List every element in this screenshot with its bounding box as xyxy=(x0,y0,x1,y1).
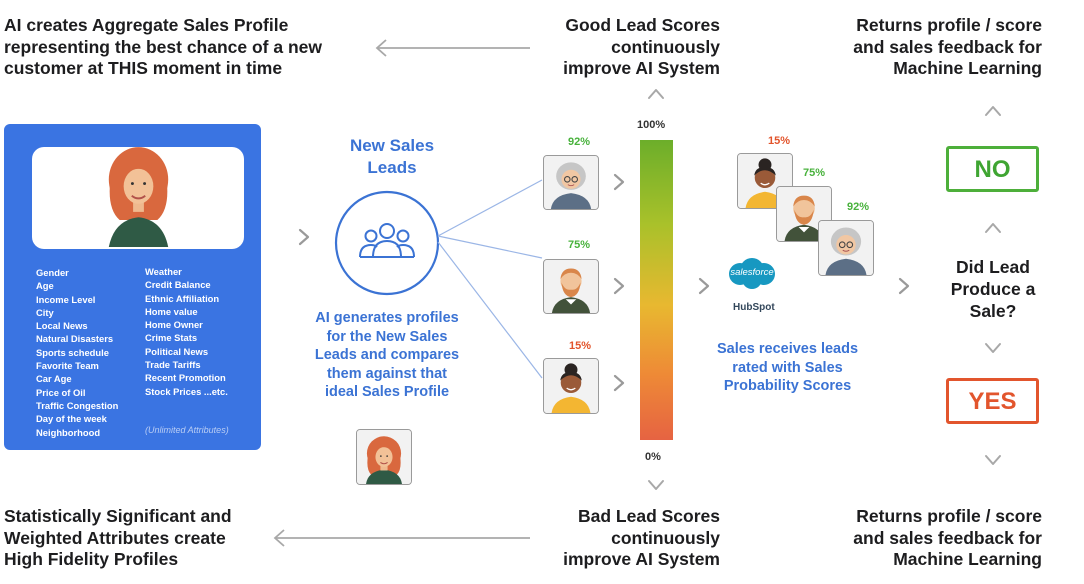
red-hair-woman-avatar xyxy=(356,429,412,485)
attributes-left-list: Gender Age Income Level City Local News … xyxy=(36,267,119,438)
bar-top-label: 100% xyxy=(637,119,666,131)
salesforce-logo: salesforce xyxy=(724,257,780,291)
chevron-right-icon xyxy=(294,227,314,247)
sales-score-3: 92% xyxy=(847,201,870,213)
chevron-up-icon xyxy=(646,84,666,104)
curly-hair-woman-avatar[interactable] xyxy=(543,358,599,414)
lead-score-3: 15% xyxy=(569,340,592,352)
hubspot-logo: HubSpot xyxy=(733,302,775,313)
chevron-right-icon xyxy=(894,276,914,296)
chevron-right-icon xyxy=(609,276,629,296)
chevron-right-icon xyxy=(609,172,629,192)
score-gradient-bar xyxy=(640,140,673,440)
chevron-up-icon xyxy=(983,101,1003,121)
old-woman-avatar[interactable] xyxy=(818,220,874,276)
old-woman-avatar[interactable] xyxy=(543,155,599,210)
unlimited-attributes-note: (Unlimited Attributes) xyxy=(145,425,229,435)
chevron-up-icon xyxy=(983,218,1003,238)
lead-score-1: 92% xyxy=(568,136,591,148)
no-outcome-box: NO xyxy=(946,146,1039,192)
chevron-right-icon xyxy=(609,373,629,393)
group-people-icon xyxy=(333,189,441,302)
profile-photo xyxy=(32,147,244,249)
lead-score-2: 75% xyxy=(568,239,591,251)
chevron-down-icon xyxy=(983,338,1003,358)
arrow-left-top-icon xyxy=(372,37,532,64)
yes-outcome-box: YES xyxy=(946,378,1039,424)
lead-connector-lines xyxy=(436,170,546,395)
chevron-down-icon xyxy=(983,450,1003,470)
arrow-left-bottom-icon xyxy=(270,527,532,554)
aggregate-profile-card: Gender Age Income Level City Local News … xyxy=(4,124,261,450)
ai-generates-profiles-caption: AI generates profiles for the New Sales … xyxy=(314,310,460,400)
sales-score-2: 75% xyxy=(803,167,826,179)
chevron-right-icon xyxy=(694,276,714,296)
bearded-man-avatar[interactable] xyxy=(543,259,599,314)
chevron-down-icon xyxy=(646,475,666,495)
sales-receives-caption: Sales receives leads rated with Sales Pr… xyxy=(716,341,859,394)
sales-score-1: 15% xyxy=(768,135,791,147)
attributes-right-list: Weather Credit Balance Ethnic Affiliatio… xyxy=(145,266,228,397)
bar-bottom-label: 0% xyxy=(645,451,661,463)
